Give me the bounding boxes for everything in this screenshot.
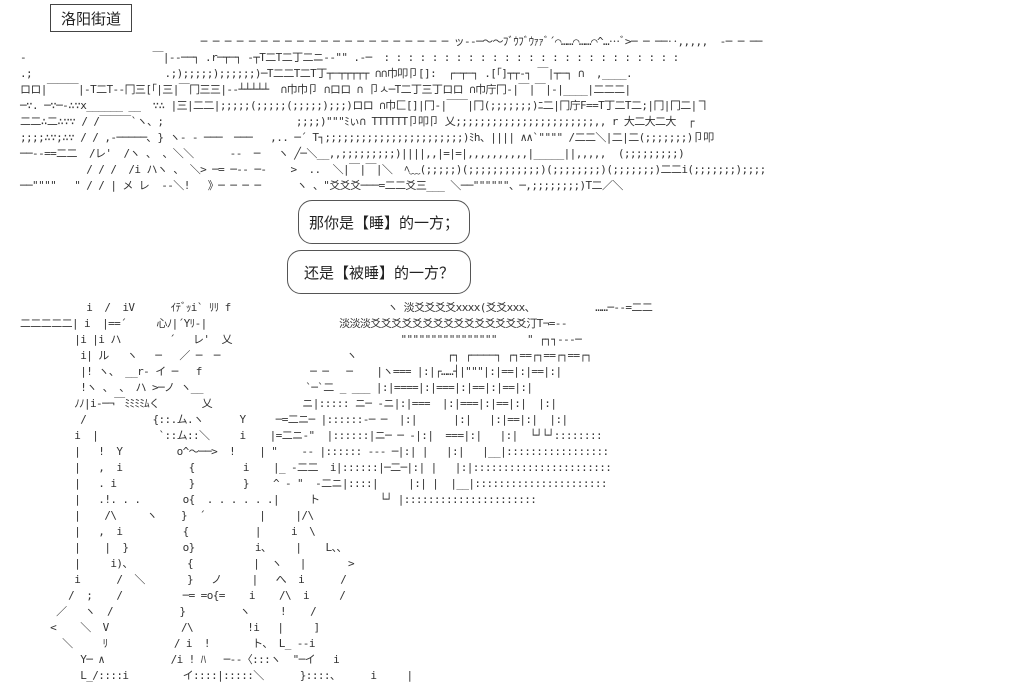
ascii-art-line: | /\ ヽ } ´ | |/\ bbox=[20, 509, 314, 522]
ascii-art-line: ─∵. ─∵─-∴∵x______ __ ∵∴ |三|二二|;;;;;(;;;;… bbox=[20, 99, 708, 112]
ascii-art-line: |i |i ハ ´ レ' 乂 """""""""""""""" " ┌┐┐---… bbox=[20, 333, 582, 346]
ascii-art-line: ;;;;∴∵;∴∵ / / ,-─────､ } ヽ- - ─── ─── ,.… bbox=[20, 131, 714, 144]
dialogue-line-1: 那你是【睡】的一方； bbox=[308, 213, 459, 232]
ascii-art-line: ／ ヽ / } ヽ ! / bbox=[20, 605, 317, 618]
ascii-art-line: i / ＼ } ノ | へ i / bbox=[20, 573, 347, 586]
ascii-art-line: | , i { i |_ -二二 i|::::::|─二─|:| | |:|::… bbox=[20, 461, 612, 474]
speech-bubble-2: 还是【被睡】的一方？ bbox=[287, 250, 471, 294]
ascii-art-line: .; .;);;;;;);;;;;;)─T二二T二T丁┬─┬┬┬┬┬ ∩∩巾叩卩… bbox=[20, 67, 639, 80]
ascii-art-line: / {::.ム.ヽ Y ─=二ニ─ |::::::-─ ─ |:| |:| |:… bbox=[20, 413, 568, 426]
ascii-art-line: | , i { | i \ bbox=[20, 525, 316, 538]
ascii-art-line: i| ル ヽ ─ ／ ─ ─ ヽ ┌┐ ┌────┐ ┌┐==┌┐==┌┐==┌… bbox=[20, 349, 592, 362]
ascii-art-line: ﾉﾉ|i-─¬￣ﾐﾐﾐﾐﾑく 乂 ニ|::::: ニ─ -ニ|:|=== |:|… bbox=[20, 397, 557, 410]
ascii-art-line: i / iV ｲﾃﾞｯi` ﾘﾘ f ヽ 淡爻爻爻爻xxxx(爻爻xxx、 ……… bbox=[20, 301, 653, 314]
speech-bubble-1: 那你是【睡】的一方； bbox=[298, 200, 470, 244]
ascii-art-line: !ヽ 、 、 ハ >─ノ ヽ__ `─`二 _ ___ |:|====|:|==… bbox=[20, 381, 533, 394]
ascii-art-line: 二二二二二| i |==´ 心ﾉ|´Yﾘ-| 淡淡淡爻爻爻爻爻爻爻爻爻爻爻爻爻爻… bbox=[20, 317, 567, 330]
ascii-art-line: L_/::::i イ::::|:::::＼ }::::、 i | bbox=[20, 669, 413, 682]
ascii-art-line: | ! Y o^〜──> ! | " -- |:::::: --- ─|:| |… bbox=[20, 445, 609, 458]
ascii-art-scene-lower: i / iV ｲﾃﾞｯi` ﾘﾘ f ヽ 淡爻爻爻爻xxxx(爻爻xxx、 ……… bbox=[20, 300, 653, 684]
ascii-art-line: / / / /i ハヽ 、 ＼> ─= ─-- ─- > .. ＼|￣|￣|＼ … bbox=[20, 163, 766, 176]
ascii-art-line: |! ヽ、 __r- イ ─ f ─ ─ ─ |ヽ=== |:|┌……┤|"""… bbox=[20, 365, 562, 378]
ascii-art-line: ──--==二二 /レ' /ヽ 、 、＼＼ -- ─ ヽ ╱─＼__,,;;;;… bbox=[20, 147, 685, 160]
ascii-art-line: i | `::ム::＼ i |=二ニ-" |::::::|ニ─ ─ -|:| =… bbox=[20, 429, 602, 442]
ascii-art-line: ロロ|￣￣￣|-T二T--冂三[「|三|￣冂三三|--┴┴┴┴┴ ∩巾巾卩 ∩ロ… bbox=[20, 83, 631, 96]
ascii-art-scene-upper: ─ ─ ─ ─ ─ ─ ─ ─ ─ ─ ─ ─ ─ ─ ─ ─ ─ ─ ─ ─ … bbox=[20, 34, 766, 194]
location-title-box: 洛阳街道 bbox=[50, 4, 132, 32]
ascii-art-line: ＼ ﾘ / i ! ト、 L_ --i bbox=[20, 637, 315, 650]
ascii-art-line: | | } o} i、 | L、、 bbox=[20, 541, 347, 554]
ascii-art-line: 二二∴二∴∵∵ / /￣￣￣`ヽ、; ;;;;)"""ﾐぃ∩ TTTTTT卩叩卩… bbox=[20, 115, 695, 128]
ascii-art-line: | .!. . . o{ . . . . . .| ト └┘ |::::::::… bbox=[20, 493, 537, 506]
ascii-art-line: < ＼ V /\ !i | ] bbox=[20, 621, 320, 634]
ascii-art-line: | i)、 { | ヽ | > bbox=[20, 557, 354, 570]
ascii-art-line: | . i } } ^ - " -二ニ|::::| |:| | |__|::::… bbox=[20, 477, 607, 490]
location-title: 洛阳街道 bbox=[60, 9, 121, 28]
ascii-art-line: ──"""" " / / | メ レ --＼! 》─ ─ ─ ─ ヽ 、"爻爻爻… bbox=[20, 179, 623, 192]
ascii-art-line: Y─ ∧ /i ! ﾊ ─--〈:::ヽ "─イ i bbox=[20, 653, 340, 666]
ascii-art-line: / ; / ─= =o{= i /\ i / bbox=[20, 589, 346, 602]
ascii-art-line: ─ ─ ─ ─ ─ ─ ─ ─ ─ ─ ─ ─ ─ ─ ─ ─ ─ ─ ─ ─ … bbox=[20, 35, 763, 48]
ascii-art-line: - ￣|--──┐ .r─┬─┐ -┬T二T二丁二ニ-‐"" .‐─ : : :… bbox=[20, 51, 679, 64]
dialogue-line-2: 还是【被睡】的一方？ bbox=[303, 263, 454, 282]
